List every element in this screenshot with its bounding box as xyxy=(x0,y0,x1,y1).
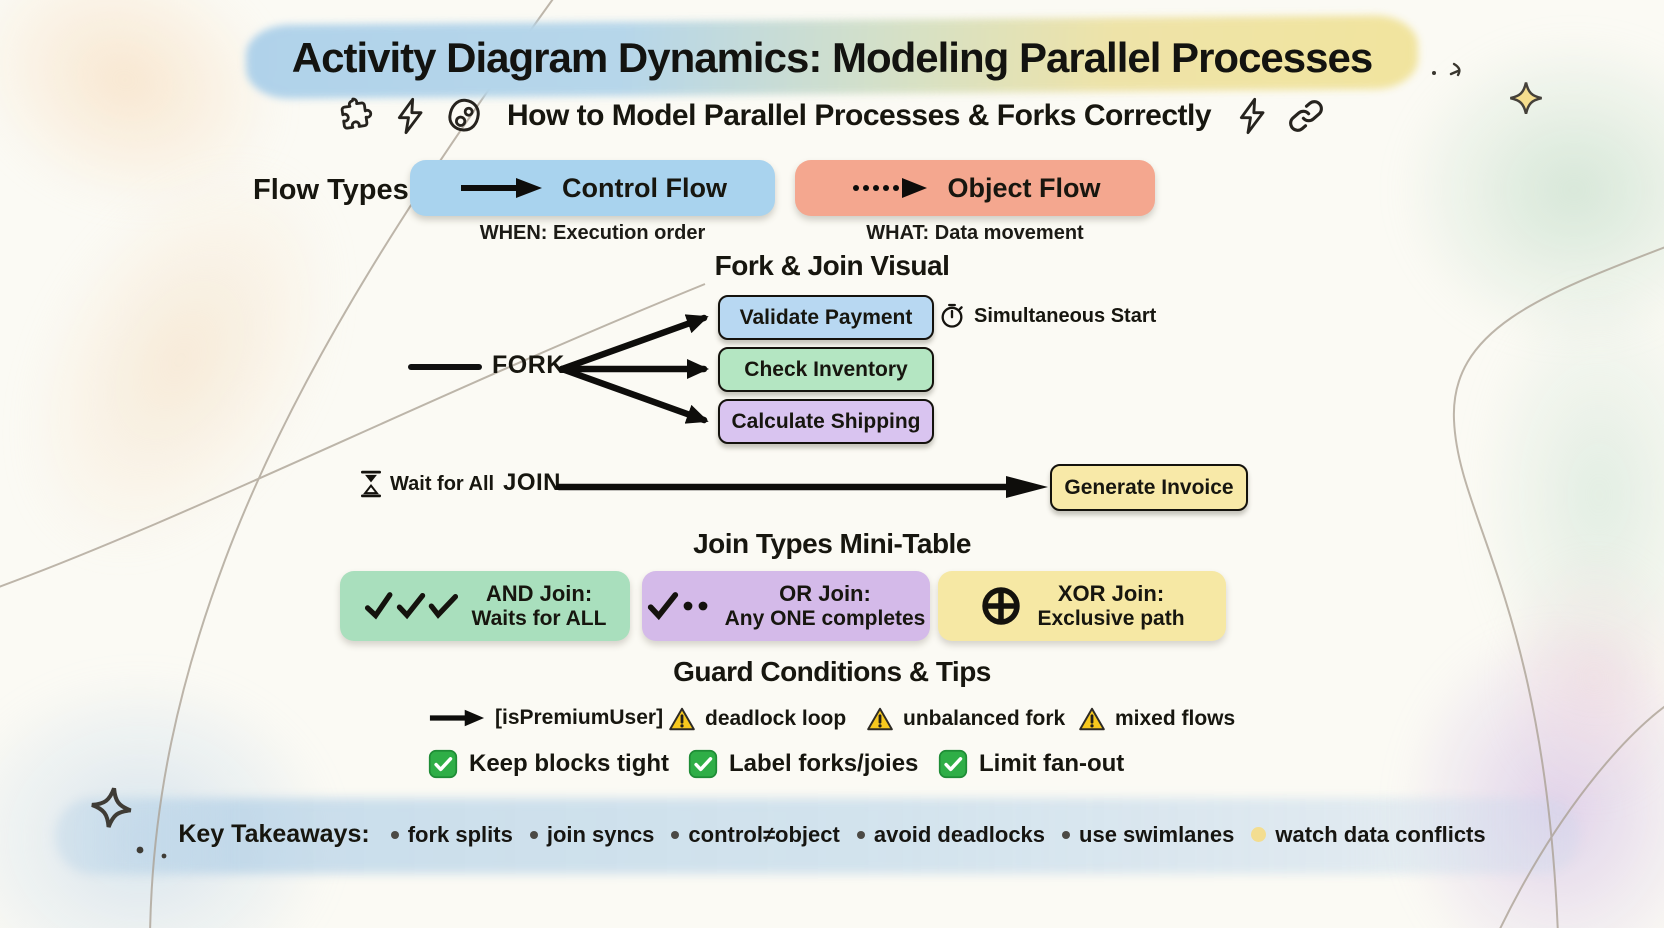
and-join-desc: Waits for ALL xyxy=(471,606,607,630)
guards-heading: Guard Conditions & Tips xyxy=(673,656,991,687)
bullet-dot xyxy=(671,830,680,839)
task-calculate-shipping: Calculate Shipping xyxy=(718,399,934,444)
tip-item: Keep blocks tight xyxy=(428,749,669,779)
warning-item: unbalanced fork xyxy=(866,706,1065,732)
task-label: Calculate Shipping xyxy=(731,409,921,433)
warning-triangle-icon xyxy=(1079,707,1105,731)
object-flow-caption: WHAT: Data movement xyxy=(866,222,1084,244)
page-subtitle: How to Model Parallel Processes & Forks … xyxy=(506,99,1212,132)
join-label: JOIN xyxy=(503,469,562,496)
wait-for-all-text: Wait for All xyxy=(390,472,495,495)
warning-text: unbalanced fork xyxy=(903,707,1066,730)
fork-join-heading: Fork & Join Visual xyxy=(714,250,950,281)
warning-triangle-icon xyxy=(669,707,695,731)
green-checkbox-icon xyxy=(938,749,968,779)
stopwatch-icon xyxy=(941,303,963,328)
object-flow-chip: Object Flow xyxy=(795,160,1155,216)
page-title: Activity Diagram Dynamics: Modeling Para… xyxy=(291,34,1373,81)
control-flow-chip: Control Flow xyxy=(410,160,775,216)
warning-text: mixed flows xyxy=(1115,707,1236,730)
guard-label: [isPremiumUser] xyxy=(495,706,664,729)
check-two-dots-icon xyxy=(647,590,711,622)
ghost-icon xyxy=(448,98,480,132)
title-block: Activity Diagram Dynamics: Modeling Para… xyxy=(0,24,1664,92)
fork-fan-arrows xyxy=(558,314,709,424)
control-flow-caption: WHEN: Execution order xyxy=(479,222,706,244)
fork-label: FORK xyxy=(492,351,565,379)
warning-triangle-icon xyxy=(867,707,893,731)
and-join-card: AND Join: Waits for ALL xyxy=(340,571,630,641)
task-check-inventory: Check Inventory xyxy=(718,347,934,392)
lightning-icon xyxy=(1239,97,1265,135)
join-wait-group: Wait for All xyxy=(360,470,494,498)
invoice-label: Generate Invoice xyxy=(1064,475,1234,499)
takeaway-item: fork splits xyxy=(390,821,513,848)
join-arrow xyxy=(556,476,1048,498)
tip-text: Limit fan-out xyxy=(979,750,1125,777)
key-takeaways-row: Key Takeaways: fork splits join syncs co… xyxy=(0,820,1664,849)
guard-arrow-icon xyxy=(429,709,485,727)
takeaway-text: use swimlanes xyxy=(1079,821,1235,847)
xor-join-card: XOR Join: Exclusive path xyxy=(938,571,1226,641)
simultaneous-start-note: Simultaneous Start xyxy=(938,302,1156,330)
green-checkbox-icon xyxy=(688,749,718,779)
dotted-arrow-icon xyxy=(853,178,928,198)
tip-item: Label forks/joies xyxy=(688,749,918,779)
xor-join-title: XOR Join: xyxy=(1057,581,1165,607)
green-checkbox-icon xyxy=(428,749,458,779)
warning-item: deadlock loop xyxy=(668,706,846,732)
bullet-dot xyxy=(1062,830,1071,839)
flow-types-label: Flow Types xyxy=(253,174,409,206)
takeaway-item: control≠object xyxy=(671,821,840,848)
three-checks-icon xyxy=(364,591,458,621)
takeaway-item: join syncs xyxy=(529,821,655,848)
xor-join-desc: Exclusive path xyxy=(1037,606,1185,630)
task-label: Check Inventory xyxy=(744,357,908,381)
control-flow-label: Control Flow xyxy=(562,172,727,203)
title-highlight: Activity Diagram Dynamics: Modeling Para… xyxy=(244,24,1420,92)
circle-cross-icon xyxy=(979,584,1023,628)
puzzle-icon xyxy=(340,97,373,130)
task-validate-payment: Validate Payment xyxy=(718,295,934,340)
takeaway-item: watch data conflicts xyxy=(1251,821,1486,848)
bullet-dot xyxy=(529,830,538,839)
solid-arrow-icon xyxy=(461,178,543,198)
simultaneous-start-text: Simultaneous Start xyxy=(974,304,1157,327)
or-join-title: OR Join: xyxy=(779,581,871,607)
takeaway-text: fork splits xyxy=(407,821,513,847)
watercolor-wash-right xyxy=(1474,280,1664,710)
hourglass-icon xyxy=(360,470,382,498)
subtitle-row: How to Model Parallel Processes & Forks … xyxy=(0,94,1664,138)
yellow-bullet-dot xyxy=(1251,827,1267,842)
link-icon xyxy=(1289,100,1323,132)
takeaway-item: use swimlanes xyxy=(1062,822,1234,848)
generate-invoice-box: Generate Invoice xyxy=(1050,464,1248,511)
fork-incoming-line xyxy=(408,364,482,370)
takeaway-item: avoid deadlocks xyxy=(856,821,1046,848)
or-join-card: OR Join: Any ONE completes xyxy=(642,571,930,641)
takeaway-text: watch data conflicts xyxy=(1275,821,1486,847)
takeaway-text: avoid deadlocks xyxy=(873,821,1046,847)
tip-text: Keep blocks tight xyxy=(469,750,670,777)
join-types-heading: Join Types Mini-Table xyxy=(693,528,971,559)
task-label: Validate Payment xyxy=(739,305,913,329)
tip-item: Limit fan-out xyxy=(938,749,1124,779)
warning-text: deadlock loop xyxy=(705,707,847,730)
takeaway-text: join syncs xyxy=(546,821,655,847)
watercolor-wash-bottom-left xyxy=(0,668,340,928)
lightning-icon xyxy=(397,97,423,135)
warning-item: mixed flows xyxy=(1078,706,1235,732)
and-join-title: AND Join: xyxy=(485,581,593,607)
bullet-dot xyxy=(390,830,399,839)
guard-condition-item: [isPremiumUser] xyxy=(428,706,663,730)
or-join-desc: Any ONE completes xyxy=(724,606,926,630)
takeaways-label: Key Takeaways: xyxy=(178,820,370,848)
object-flow-label: Object Flow xyxy=(947,172,1101,203)
bullet-dot xyxy=(856,830,865,839)
takeaway-text: control≠object xyxy=(688,821,840,847)
tip-text: Label forks/joies xyxy=(729,750,919,777)
